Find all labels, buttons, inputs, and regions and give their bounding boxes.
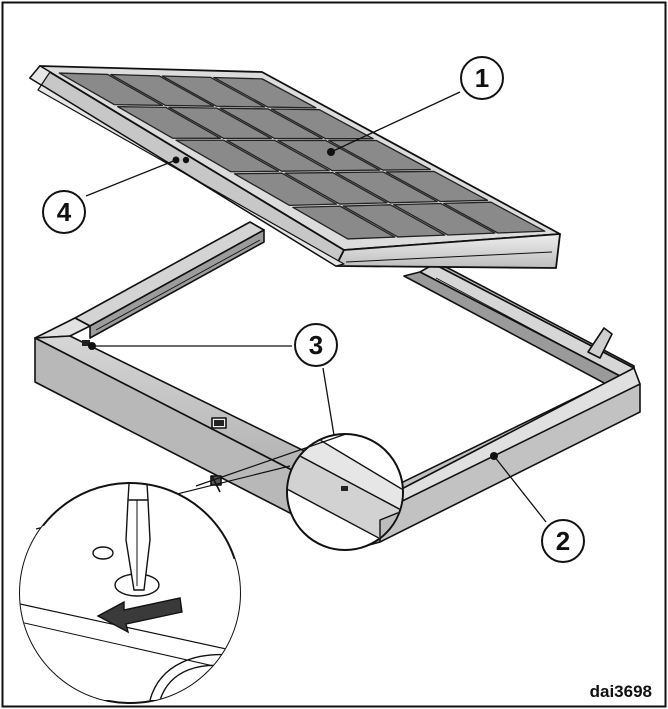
callout-1: 1	[460, 56, 504, 100]
filter-cell	[168, 106, 272, 140]
svg-text:4: 4	[57, 197, 72, 227]
filter-cell	[328, 139, 432, 171]
callout-3: 3	[294, 323, 338, 367]
filter-panel	[29, 65, 561, 269]
filter-cell	[443, 201, 546, 234]
figure-id: dai3698	[590, 682, 652, 701]
svg-text:2: 2	[556, 526, 570, 556]
svg-text:3: 3	[309, 330, 323, 360]
filter-cell	[117, 105, 222, 139]
filter-cell	[219, 107, 323, 140]
filter-cell	[175, 139, 280, 173]
arrow-left-icon	[96, 597, 183, 634]
filter-cell	[233, 172, 338, 207]
magnifier-detail	[19, 482, 241, 704]
filter-cell	[342, 204, 446, 238]
filter-cell	[292, 205, 396, 240]
callout-4: 4	[42, 190, 86, 234]
filter-cell	[161, 75, 266, 108]
filter-cell	[213, 76, 317, 109]
filter-cell	[385, 170, 489, 203]
filter-cell	[226, 139, 330, 172]
filter-cell	[277, 139, 381, 172]
svg-text:1: 1	[475, 63, 489, 93]
callout-lines	[85, 91, 547, 523]
callout-2: 2	[541, 519, 585, 563]
filter-cell	[270, 108, 374, 140]
filter-cell	[110, 73, 215, 107]
filter-cell	[335, 171, 438, 204]
base-frame	[34, 221, 641, 549]
filter-cell	[58, 72, 163, 107]
filter-cell	[392, 202, 496, 236]
filter-cell	[284, 171, 388, 205]
